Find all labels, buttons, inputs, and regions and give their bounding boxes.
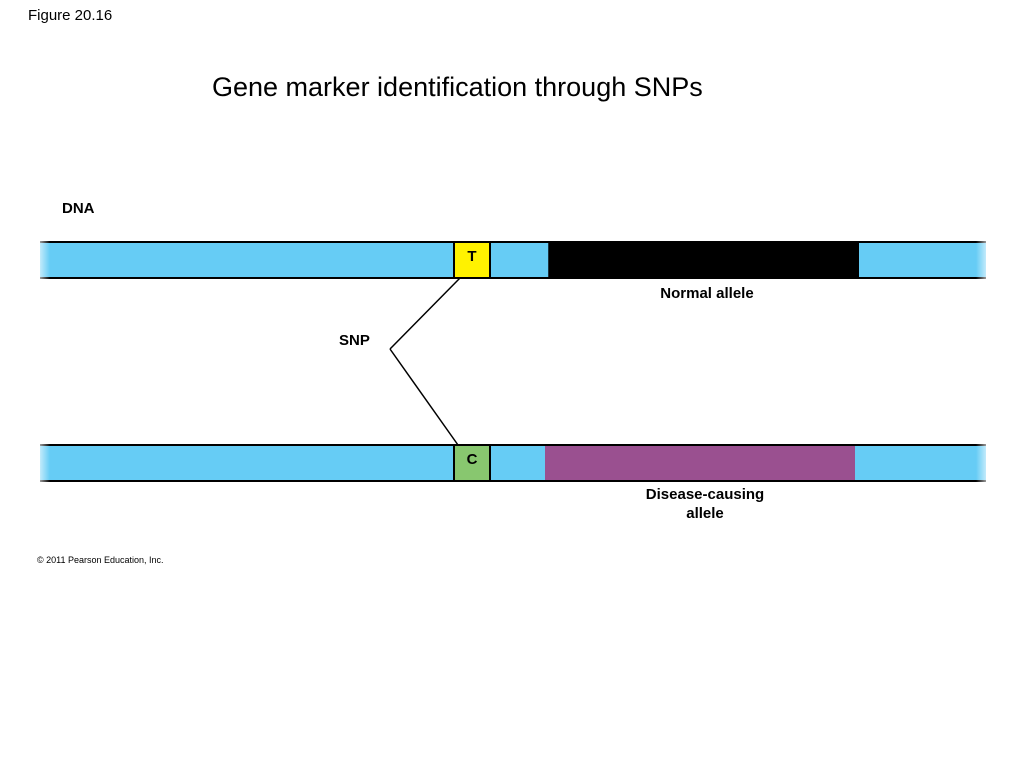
normal-strand-fade-left [36, 241, 50, 279]
disease-strand-fade-left [36, 444, 50, 482]
diagram-title: Gene marker identification through SNPs [212, 72, 703, 102]
snp-pointer-upper-line [389, 277, 461, 350]
figure-number: Figure 20.16 [28, 7, 113, 24]
normal-strand-fade-right [976, 241, 990, 279]
disease-allele-label-line1: Disease-causing [645, 486, 765, 503]
normal-snp-base-letter: T [467, 248, 476, 265]
snp-pointer-lower-line [389, 348, 459, 446]
dna-label: DNA [62, 200, 95, 217]
disease-allele-strand: C [36, 444, 990, 482]
snp-label: SNP [339, 332, 370, 349]
normal-allele-strand: T [36, 241, 990, 279]
normal-gene-region [549, 242, 859, 278]
snp-pointer [389, 277, 461, 446]
copyright-notice: © 2011 Pearson Education, Inc. [37, 555, 164, 565]
disease-allele-label-line2: allele [686, 505, 724, 522]
disease-snp-base-letter: C [467, 451, 478, 468]
disease-gene-region [545, 445, 855, 481]
disease-strand-fade-right [976, 444, 990, 482]
normal-allele-label: Normal allele [660, 285, 754, 302]
disease-allele-label: Disease-causing allele [604, 485, 806, 523]
